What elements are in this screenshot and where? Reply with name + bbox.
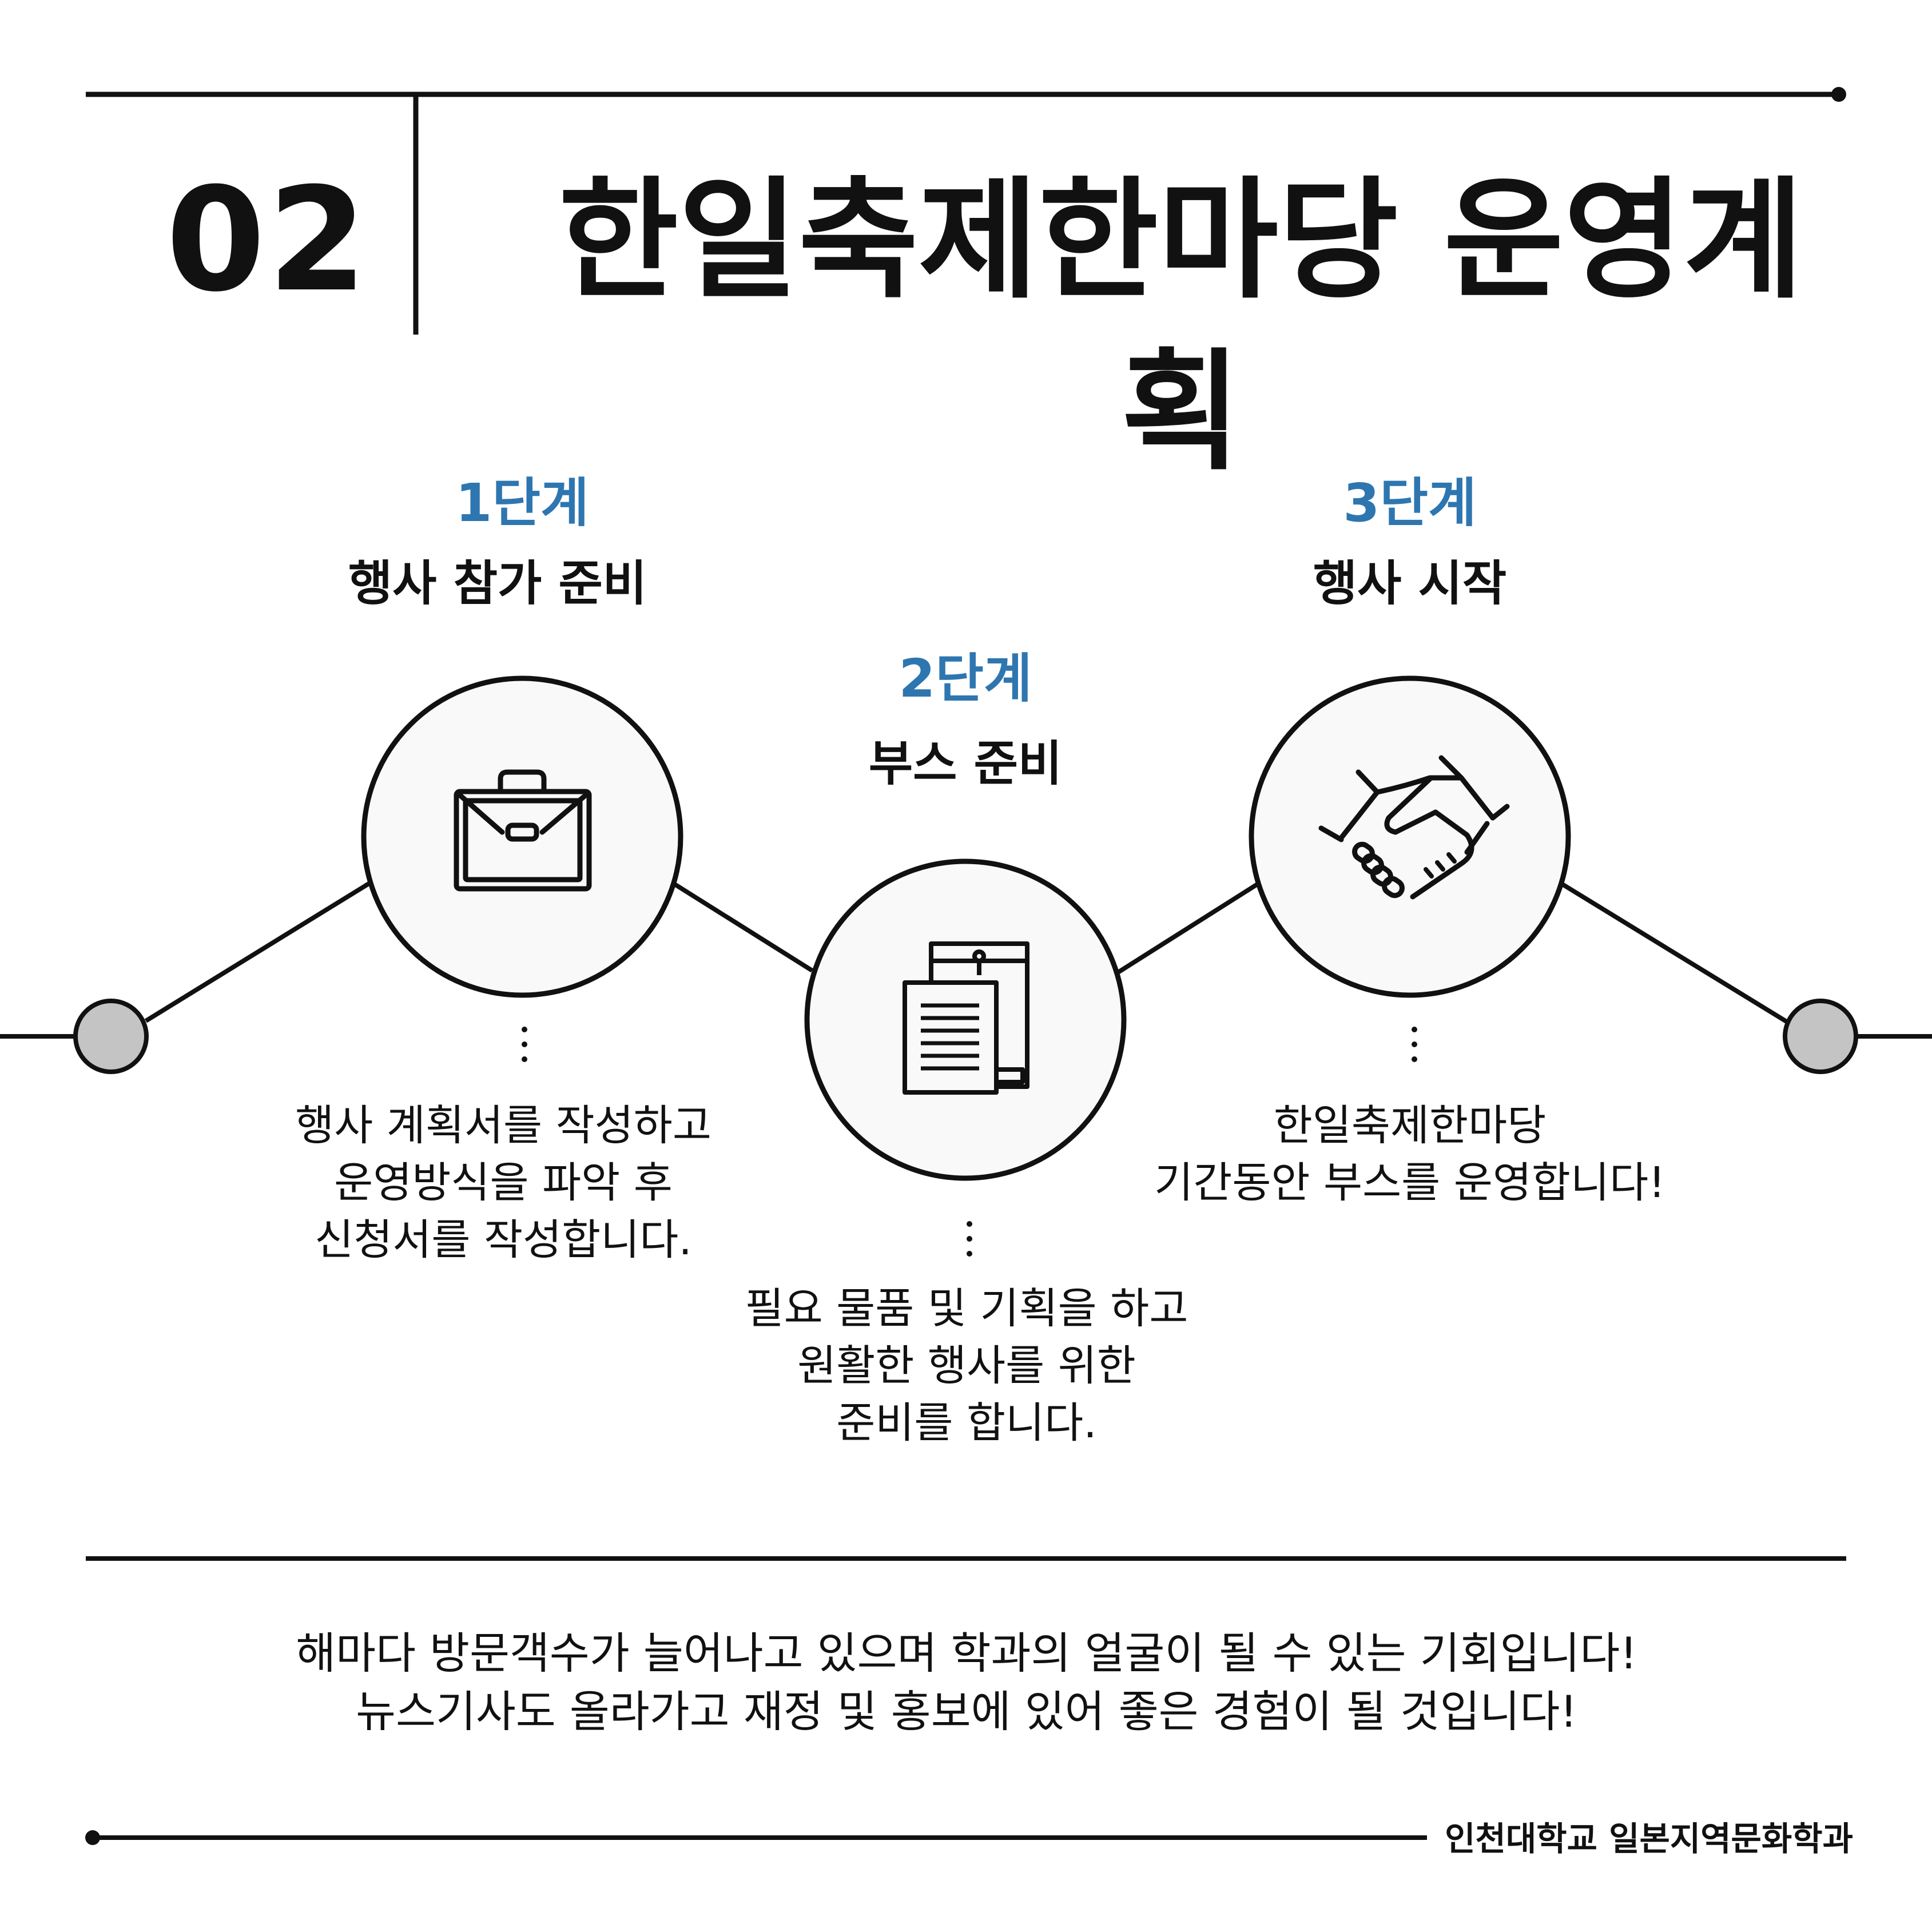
stage-2-line-3: 준비를 합니다. [836, 1398, 1097, 1448]
stage-1-line-3: 신청서를 작성합니다. [315, 1215, 692, 1265]
stage-2-line-1: 필요 물품 및 기획을 하고 [745, 1284, 1188, 1333]
stage-3-label: 3단계 [1343, 472, 1477, 534]
stage-3-name: 행사 시작 [1313, 555, 1507, 611]
dots-stage-2 [967, 1221, 972, 1257]
footer-line-1: 해마다 방문객수가 늘어나고 있으며 학과의 얼굴이 될 수 있는 기회입니다! [296, 1628, 1637, 1679]
stage-2-label: 2단계 [899, 648, 1032, 709]
section-number: 02 [166, 157, 369, 323]
handshake-icon [1318, 755, 1510, 900]
top-rule-dot [1831, 87, 1846, 102]
stage-3-circle [1249, 675, 1571, 998]
page-title: 한일축제한마당 운영계획 [558, 164, 1804, 488]
documents-icon [903, 941, 1029, 1095]
organization-name: 인천대학교 일본지역문화학과 [1445, 1819, 1853, 1858]
connector-1 [144, 880, 372, 1023]
stage-2-name: 부스 준비 [868, 736, 1063, 792]
connector-2 [672, 881, 814, 973]
briefcase-icon [454, 769, 592, 892]
stage-1-line-2: 운영방식을 파악 후 [334, 1158, 673, 1207]
stage-1-line-1: 행사 계획서를 작성하고 [295, 1101, 711, 1150]
connector-3 [1116, 881, 1260, 975]
stage-3-line-1: 한일축제한마당 [1273, 1101, 1547, 1150]
stage-3-line-2: 기간동안 부스를 운영합니다! [1154, 1158, 1665, 1207]
stage-2-description: 필요 물품 및 기획을 하고 원활한 행사를 위한 준비를 합니다. [652, 1280, 1281, 1452]
stage-1-label: 1단계 [455, 472, 589, 534]
stage-2-line-2: 원활한 행사를 위한 [797, 1341, 1136, 1390]
stage-1-description: 행사 계획서를 작성하고 운영방식을 파악 후 신청서를 작성합니다. [189, 1097, 818, 1269]
footer-message: 해마다 방문객수가 늘어나고 있으며 학과의 얼굴이 될 수 있는 기회입니다!… [172, 1624, 1762, 1741]
dots-stage-1 [522, 1027, 527, 1062]
stage-1-name: 행사 참가 준비 [348, 555, 647, 611]
footer-line-2: 뉴스기사도 올라가고 재정 및 홍보에 있어 좋은 경험이 될 것입니다! [356, 1686, 1577, 1737]
timeline-node-right [1783, 999, 1858, 1074]
connector-4 [1560, 881, 1789, 1024]
stage-3-description: 한일축제한마당 기간동안 부스를 운영합니다! [1095, 1097, 1724, 1211]
dots-stage-3 [1412, 1027, 1417, 1062]
timeline-node-left [73, 999, 149, 1074]
footer-rule-dot [85, 1830, 100, 1845]
